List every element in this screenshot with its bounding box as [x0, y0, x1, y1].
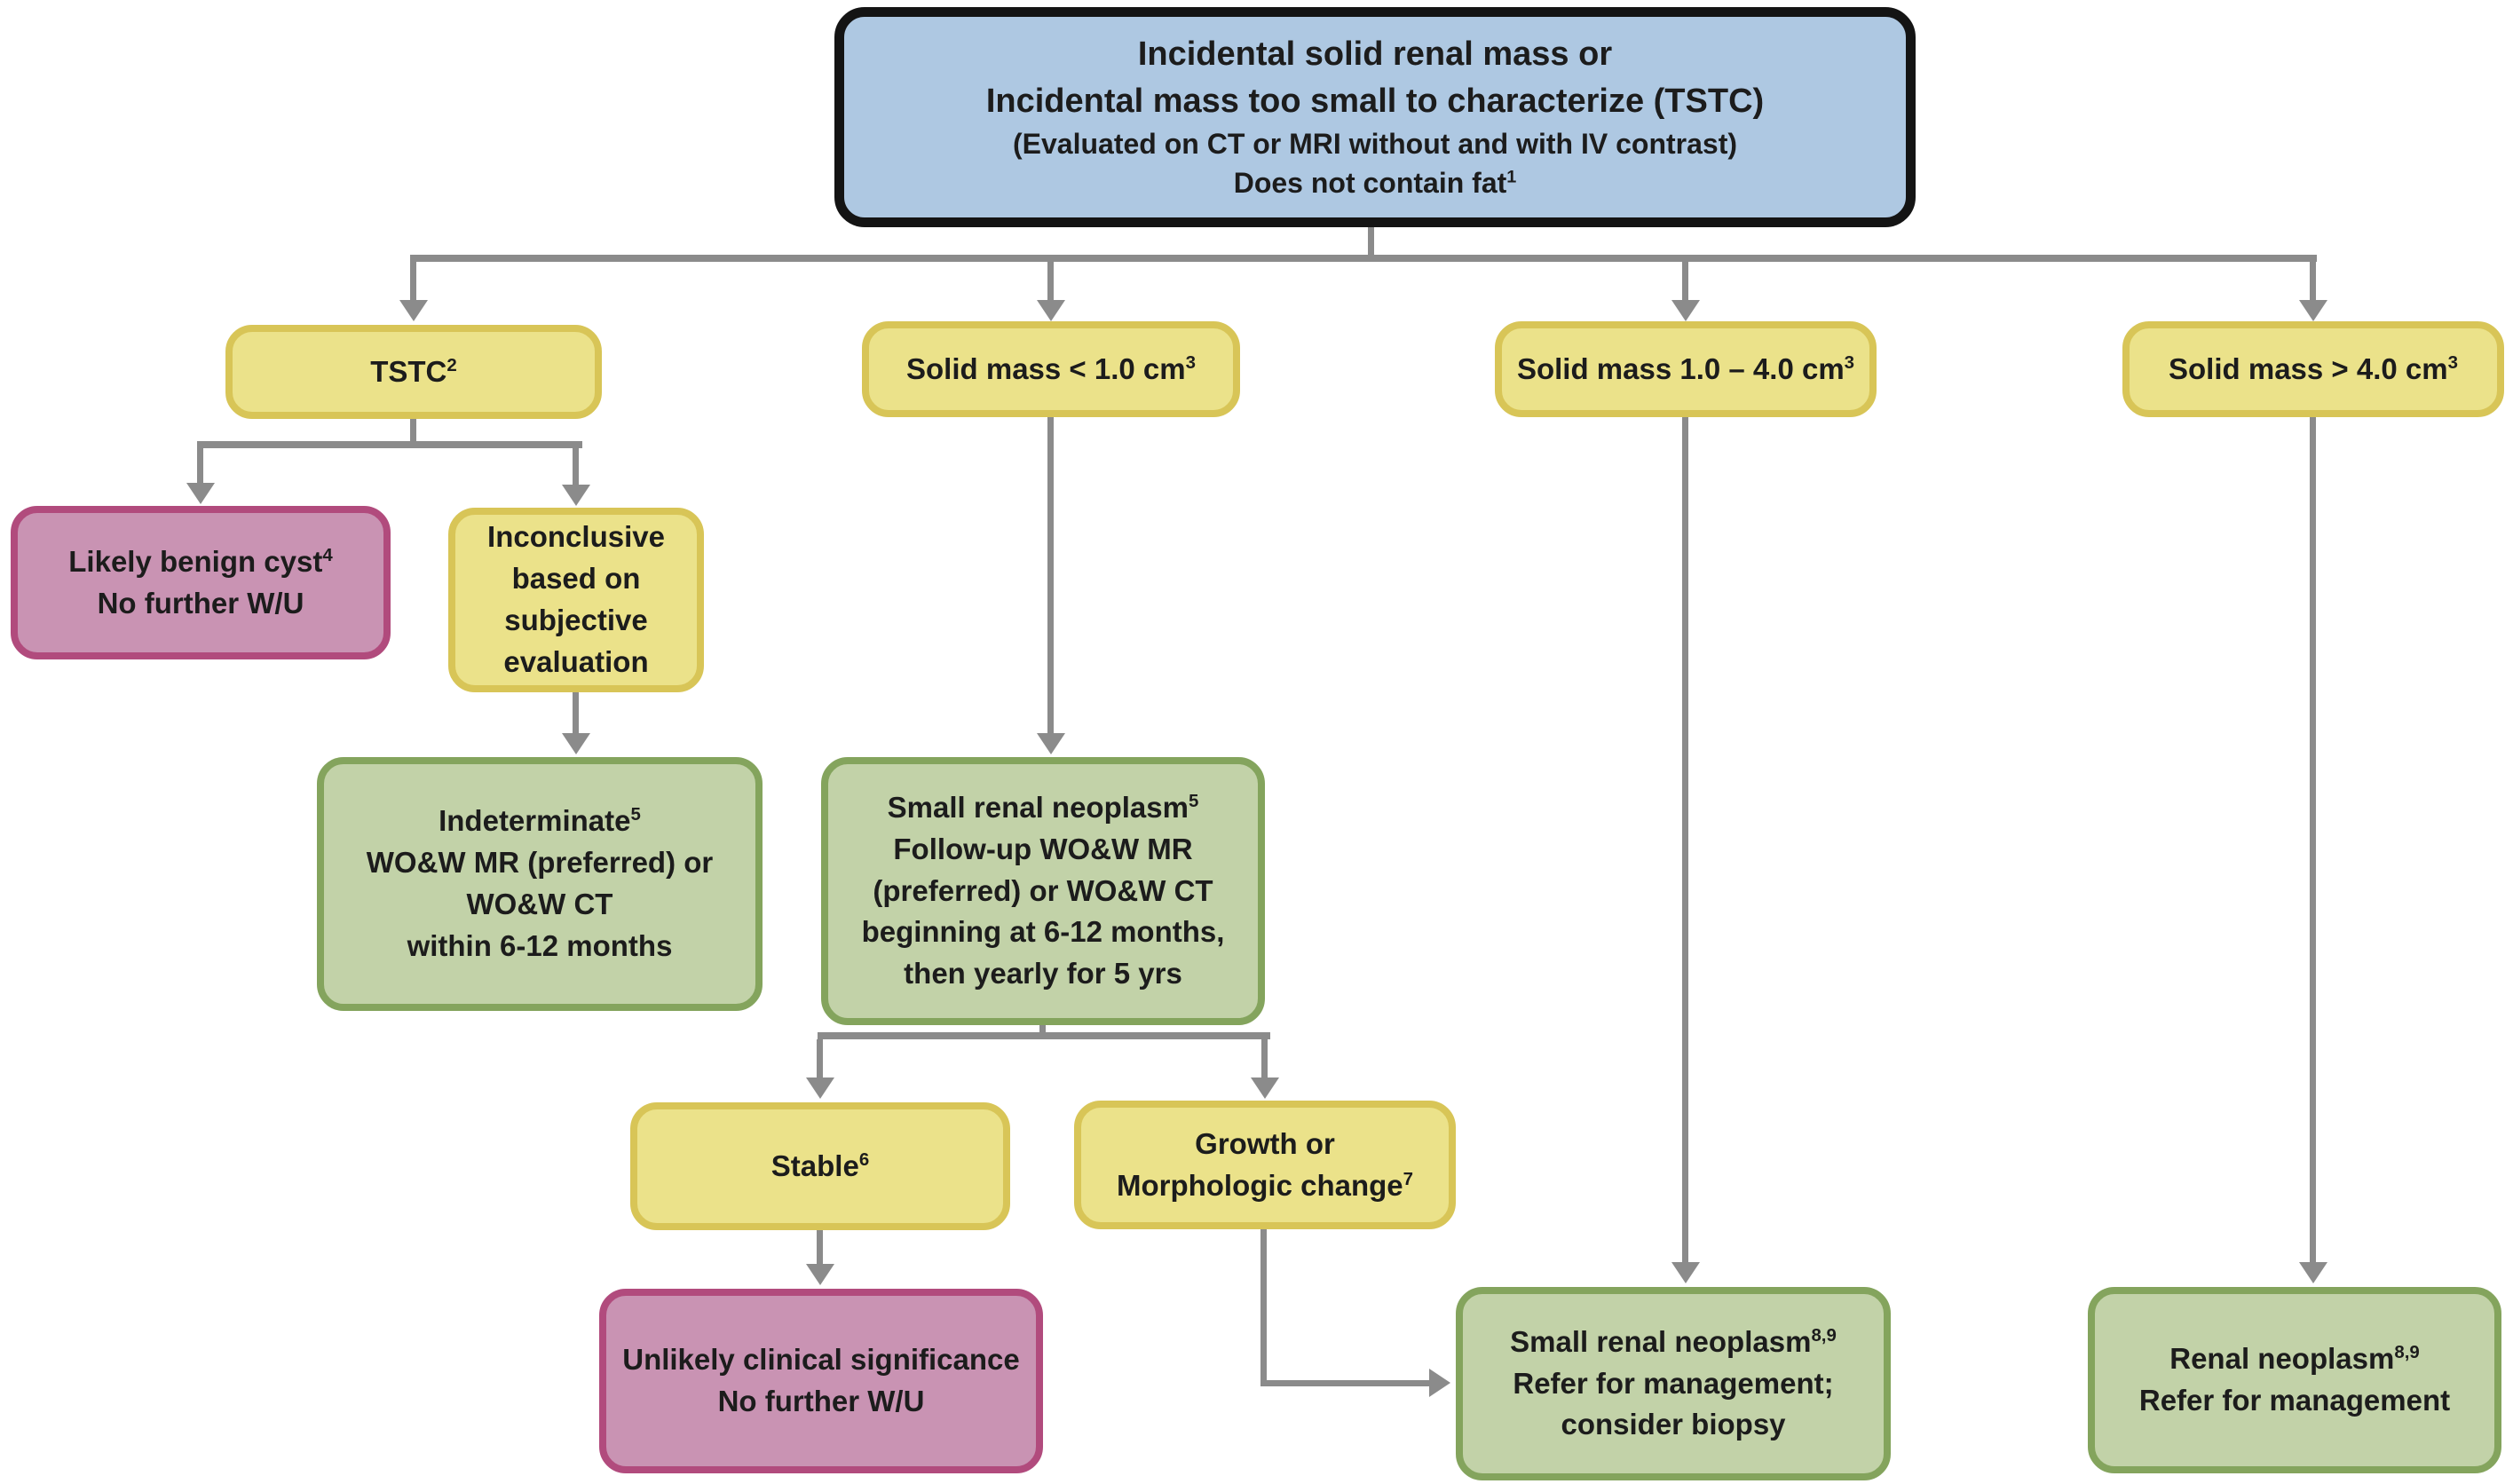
- node-renal-neoplasm-line-2: Refer for management: [2138, 1384, 2451, 1417]
- connector-root-to-mass-lt: [1047, 262, 1054, 302]
- node-mass-gt-4cm-label: Solid mass > 4.0 cm3: [2169, 351, 2458, 385]
- footnote-5: 5: [1188, 790, 1199, 811]
- node-benign-cyst-line-1: Likely benign cyst4: [68, 544, 333, 578]
- connector-tstc-to-cyst: [197, 448, 203, 484]
- connector-mass-gt-to-renal-neoplasm: [2310, 417, 2316, 1262]
- node-indeterminate-line-2: WO&W MR (preferred) or: [366, 846, 714, 880]
- node-renal-neoplasm: Renal neoplasm8,9 Refer for management: [2088, 1287, 2501, 1473]
- connector-srn-followup-to-stable: [817, 1039, 823, 1077]
- node-indeterminate-line-3: WO&W CT: [466, 888, 613, 920]
- node-renal-neoplasm-line-1: Renal neoplasm8,9: [2169, 1342, 2420, 1376]
- node-growth-line-2: Morphologic change7: [1116, 1168, 1414, 1202]
- node-srn-management-line-3: consider biopsy: [1561, 1408, 1786, 1441]
- connector-root-to-mass-mid: [1682, 262, 1688, 302]
- footnote-4: 4: [322, 544, 333, 565]
- node-mass-1-4cm-label: Solid mass 1.0 – 4.0 cm3: [1516, 351, 1855, 385]
- connector-tstc-bus: [197, 441, 582, 448]
- connector-stable-to-unlikely: [817, 1230, 823, 1264]
- connector-root-to-tstc: [410, 262, 416, 302]
- node-srn-followup-line-5: then yearly for 5 yrs: [904, 957, 1182, 991]
- arrowhead-tstc-to-inconclusive: [562, 485, 590, 506]
- connector-growth-elbow-vertical: [1260, 1229, 1267, 1386]
- node-inconclusive-line-3: subjective: [504, 604, 648, 636]
- node-indeterminate: Indeterminate5 WO&W MR (preferred) or WO…: [317, 757, 763, 1011]
- arrowhead-root-to-mass-lt: [1037, 300, 1065, 321]
- node-mass-gt-4cm: Solid mass > 4.0 cm3: [2122, 321, 2504, 417]
- arrowhead-tstc-to-cyst: [186, 483, 215, 504]
- connector-mass-mid-to-srn-management: [1682, 417, 1688, 1262]
- node-inconclusive-line-1: Inconclusive: [487, 520, 665, 554]
- node-srn-followup-line-2: Follow-up WO&W MR: [893, 832, 1193, 865]
- node-unlikely-significance-line-2: No further W/U: [717, 1385, 925, 1417]
- node-srn-followup-line-4: beginning at 6-12 months,: [861, 915, 1225, 949]
- node-srn-followup: Small renal neoplasm5 Follow-up WO&W MR …: [821, 757, 1265, 1025]
- connector-root-bus: [410, 255, 2317, 262]
- connector-root-to-mass-gt: [2310, 262, 2316, 302]
- footnote-8-9: 8,9: [1811, 1324, 1837, 1346]
- node-unlikely-significance: Unlikely clinical significance No furthe…: [599, 1289, 1043, 1473]
- arrowhead-growth-to-srn-management: [1429, 1369, 1450, 1397]
- node-stable: Stable6: [630, 1102, 1010, 1230]
- node-indeterminate-line-1: Indeterminate5: [439, 804, 641, 838]
- footnote-3: 3: [1844, 351, 1855, 373]
- connector-growth-elbow-horizontal: [1260, 1380, 1431, 1386]
- node-srn-followup-line-3: (preferred) or WO&W CT: [873, 873, 1213, 907]
- footnote-3: 3: [1185, 351, 1196, 373]
- node-tstc-label: TSTC2: [370, 354, 457, 388]
- node-root-line-4: Does not contain fat1: [1233, 167, 1517, 200]
- connector-srn-followup-bus: [818, 1032, 1270, 1039]
- node-inconclusive-line-2: based on: [511, 562, 641, 596]
- node-root-line-3: (Evaluated on CT or MRI without and with…: [1013, 128, 1737, 161]
- arrowhead-root-to-tstc: [399, 300, 428, 321]
- footnote-2: 2: [446, 354, 457, 375]
- arrowhead-stable-to-unlikely: [806, 1264, 834, 1285]
- arrowhead-root-to-mass-mid: [1671, 300, 1700, 321]
- connector-mass-lt-to-srn-followup: [1047, 417, 1054, 733]
- node-root: Incidental solid renal mass or Incidenta…: [834, 7, 1916, 227]
- node-srn-management-line-1: Small renal neoplasm8,9: [1510, 1324, 1837, 1358]
- node-stable-label: Stable6: [770, 1149, 870, 1182]
- footnote-3: 3: [2447, 351, 2458, 373]
- node-srn-management-line-2: Refer for management;: [1513, 1366, 1834, 1400]
- node-growth: Growth or Morphologic change7: [1074, 1101, 1456, 1229]
- arrowhead-srn-followup-to-growth: [1251, 1077, 1279, 1099]
- node-inconclusive: Inconclusive based on subjective evaluat…: [448, 508, 704, 692]
- footnote-7: 7: [1403, 1168, 1414, 1189]
- connector-tstc-to-inconclusive: [573, 448, 579, 485]
- connector-inconclusive-to-indeterminate: [573, 692, 579, 733]
- footnote-5: 5: [630, 804, 641, 825]
- arrowhead-mass-mid-to-srn-management: [1671, 1262, 1700, 1283]
- node-unlikely-significance-line-1: Unlikely clinical significance: [622, 1343, 1020, 1377]
- arrowhead-inconclusive-to-indeterminate: [562, 733, 590, 754]
- node-mass-1-4cm: Solid mass 1.0 – 4.0 cm3: [1495, 321, 1877, 417]
- node-mass-lt-1cm-label: Solid mass < 1.0 cm3: [906, 351, 1196, 385]
- node-root-line-2: Incidental mass too small to characteriz…: [985, 82, 1765, 120]
- node-root-line-1: Incidental solid renal mass or: [1137, 36, 1613, 74]
- node-srn-management: Small renal neoplasm8,9 Refer for manage…: [1456, 1287, 1891, 1480]
- connector-srn-followup-to-growth: [1261, 1039, 1268, 1077]
- arrowhead-root-to-mass-gt: [2299, 300, 2327, 321]
- node-tstc: TSTC2: [225, 325, 602, 419]
- node-benign-cyst: Likely benign cyst4 No further W/U: [11, 506, 391, 659]
- node-srn-followup-line-1: Small renal neoplasm5: [887, 790, 1199, 824]
- node-growth-line-1: Growth or: [1195, 1126, 1335, 1160]
- connector-root-trunk: [1368, 227, 1374, 262]
- arrowhead-mass-gt-to-renal-neoplasm: [2299, 1262, 2327, 1283]
- connector-tstc-trunk: [410, 419, 416, 448]
- footnote-8-9: 8,9: [2394, 1342, 2420, 1363]
- arrowhead-srn-followup-to-stable: [806, 1077, 834, 1099]
- footnote-6: 6: [858, 1149, 870, 1170]
- node-mass-lt-1cm: Solid mass < 1.0 cm3: [862, 321, 1240, 417]
- node-benign-cyst-line-2: No further W/U: [97, 586, 304, 620]
- footnote-1: 1: [1506, 167, 1517, 187]
- arrowhead-mass-lt-to-srn-followup: [1037, 733, 1065, 754]
- node-indeterminate-line-4: within 6-12 months: [407, 928, 673, 962]
- node-inconclusive-line-4: evaluation: [503, 644, 649, 678]
